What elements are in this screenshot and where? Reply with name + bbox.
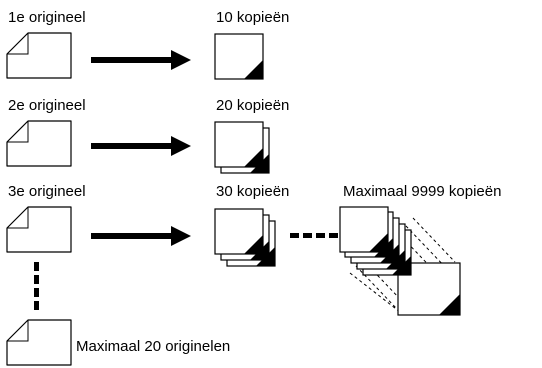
- original-1-icon: [6, 32, 72, 79]
- copies-continuation-dots: [290, 233, 338, 238]
- max-copies-label: Maximaal 9999 kopieën: [343, 183, 501, 200]
- copies-2-stack: [214, 121, 270, 174]
- max-originals-label: Maximaal 20 originelen: [76, 338, 230, 355]
- copies-3-label: 30 kopieën: [216, 183, 289, 200]
- original-2-label: 2e origineel: [8, 97, 86, 114]
- original-3-icon: [6, 206, 72, 253]
- max-originals-icon: [6, 319, 72, 366]
- max-copies-stack: [339, 206, 461, 316]
- copies-1-stack: [214, 33, 264, 80]
- copies-1-label: 10 kopieën: [216, 9, 289, 26]
- copies-3-stack: [214, 208, 276, 267]
- copies-2-label: 20 kopieën: [216, 97, 289, 114]
- row-1-arrow-icon: [91, 50, 191, 70]
- row-2-arrow-icon: [91, 136, 191, 156]
- original-3-label: 3e origineel: [8, 183, 86, 200]
- row-3-arrow-icon: [91, 226, 191, 246]
- original-1-label: 1e origineel: [8, 9, 86, 26]
- originals-continuation-dots: [34, 262, 39, 310]
- original-2-icon: [6, 120, 72, 167]
